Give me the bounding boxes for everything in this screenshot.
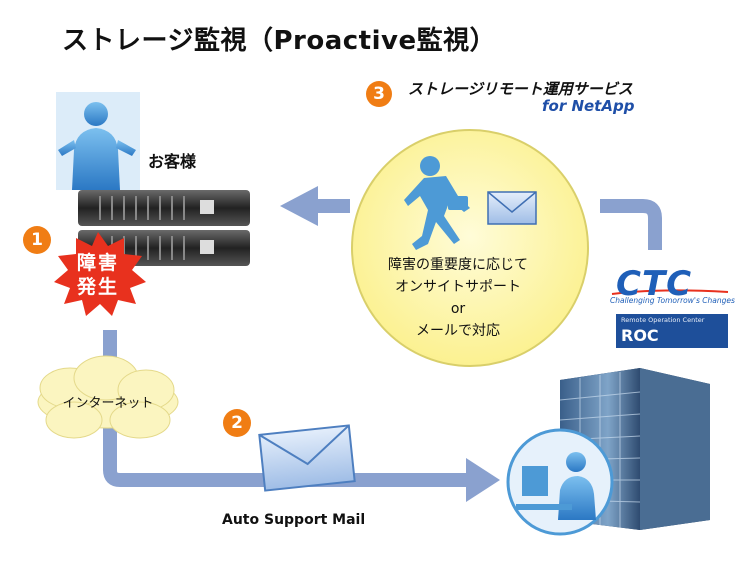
step-2-number: 2 bbox=[231, 413, 243, 433]
step-1-badge bbox=[23, 226, 51, 254]
roc-logo-text: ROC bbox=[621, 326, 659, 345]
support-response-text: 障害の重要度に応じて オンサイトサポート or メールで対応 bbox=[388, 257, 528, 339]
operator-icon bbox=[506, 428, 614, 536]
auto-support-flow-arrow bbox=[103, 330, 500, 502]
envelope-icon bbox=[487, 191, 537, 225]
customer-label: お客様 bbox=[148, 152, 197, 171]
internet-cloud bbox=[37, 355, 179, 439]
response-flow-arrow bbox=[280, 186, 662, 250]
step-3-badge bbox=[366, 81, 392, 107]
storage-server-icon bbox=[78, 190, 250, 266]
failure-label: 障害 発生 bbox=[76, 252, 119, 298]
roc-logo-box bbox=[616, 314, 728, 348]
support-circle bbox=[351, 129, 589, 367]
service-subtitle: for NetApp bbox=[542, 97, 635, 115]
auto-support-mail-caption: Auto Support Mail bbox=[222, 512, 366, 528]
step-1-number: 1 bbox=[31, 230, 43, 250]
ctc-tagline: Challenging Tomorrow's Changes bbox=[610, 296, 735, 305]
page-title: ストレージ監視（Proactive監視） bbox=[62, 26, 497, 56]
step-3-number: 3 bbox=[373, 84, 385, 104]
internet-label: インターネット bbox=[62, 396, 154, 411]
service-title: ストレージリモート運用サービス bbox=[408, 80, 633, 98]
ctc-logo-swoosh bbox=[611, 289, 729, 295]
customer-person-icon bbox=[56, 92, 140, 190]
step-2-badge bbox=[223, 409, 251, 437]
ctc-logo: CTC bbox=[616, 264, 693, 304]
auto-support-mail-envelope bbox=[258, 424, 356, 492]
running-engineer-icon bbox=[404, 156, 470, 250]
failure-burst bbox=[54, 232, 146, 316]
roc-full-name: Remote Operation Center bbox=[621, 316, 705, 324]
